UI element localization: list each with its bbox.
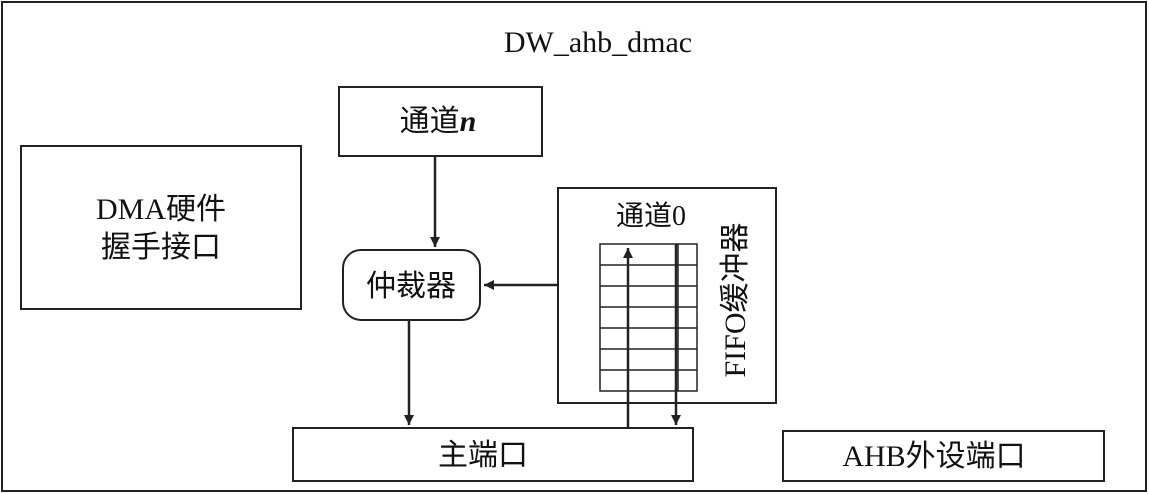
- arbiter-label: 仲裁器: [366, 270, 456, 303]
- dma-handshake-block: DMA硬件 握手接口: [20, 145, 302, 310]
- ahb-peripheral-port-label: AHB外设端口: [842, 440, 1025, 473]
- fifo-grid: [599, 243, 698, 392]
- arbiter-block: 仲裁器: [342, 249, 481, 321]
- dma-handshake-label-line2: 握手接口: [101, 231, 221, 264]
- master-port-block: 主端口: [292, 427, 694, 482]
- channel-n-label: 通道n: [400, 105, 477, 138]
- channel-n-label-text: 通道: [400, 105, 460, 138]
- diagram-title: DW_ahb_dmac: [504, 26, 692, 59]
- ahb-peripheral-port-block: AHB外设端口: [782, 430, 1105, 482]
- dma-handshake-label-line1: DMA硬件: [96, 193, 226, 226]
- channel-n-label-italic: n: [460, 105, 477, 138]
- connection-arrows: [404, 156, 681, 428]
- master-port-label: 主端口: [438, 439, 528, 472]
- fifo-label: FIFO缓冲器: [719, 222, 752, 377]
- channel-n-block: 通道n: [338, 86, 543, 157]
- channel-0-label: 通道0: [616, 200, 686, 232]
- channel-0-block: 通道0 FIFO缓冲器: [557, 187, 777, 404]
